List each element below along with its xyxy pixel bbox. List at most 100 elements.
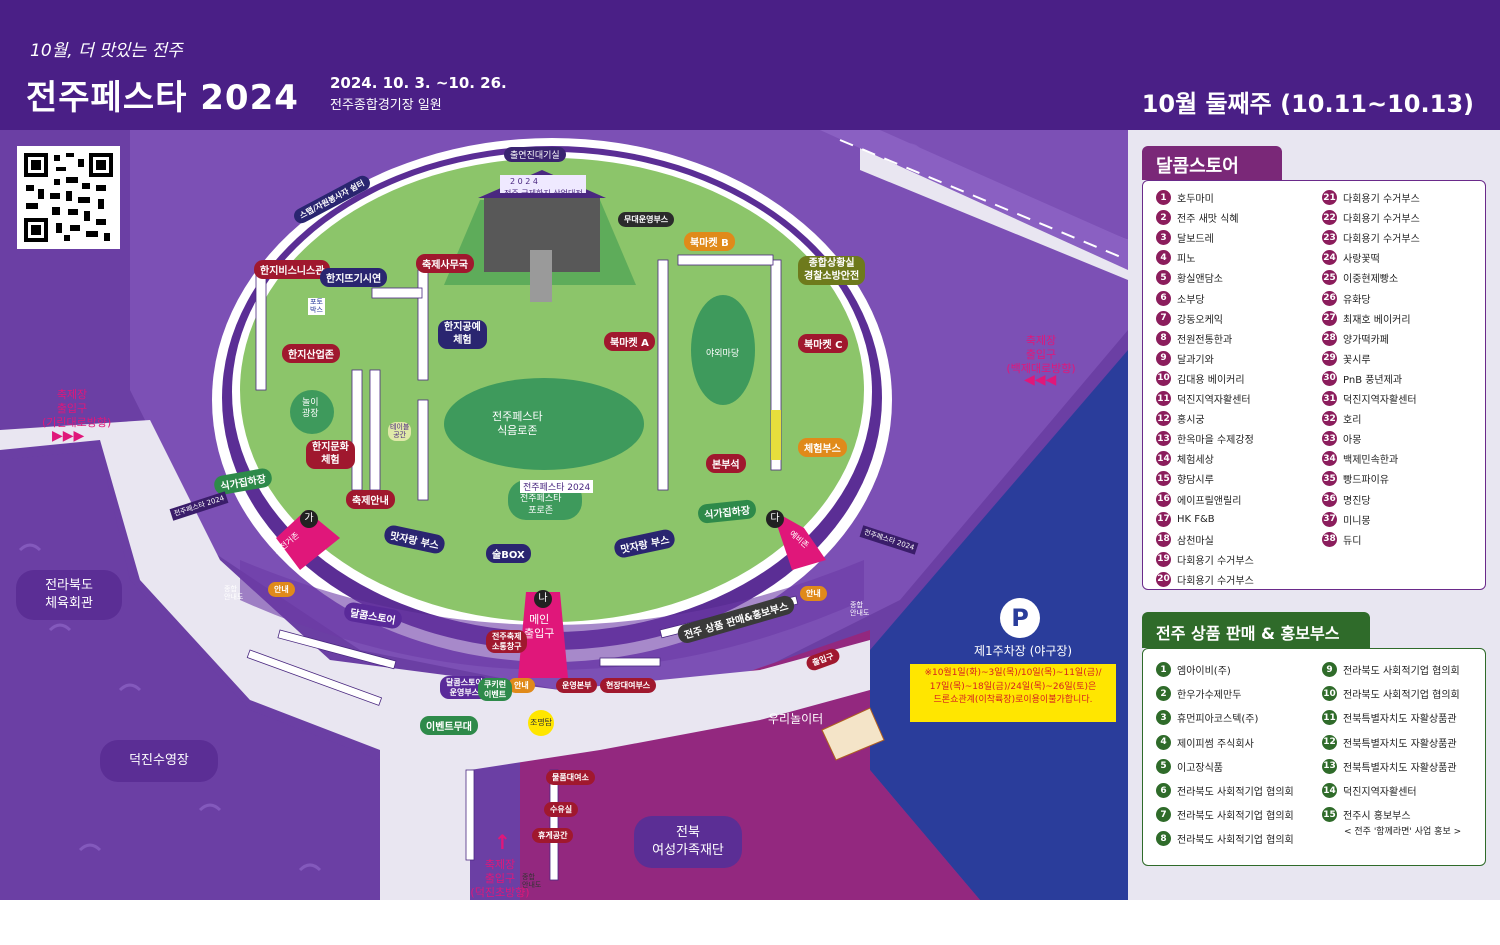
legend-item-name: 전라북도 사회적기업 협의회	[1343, 690, 1460, 702]
legend-item-name: 백제민속한과	[1343, 455, 1399, 467]
legend-item-name: 듀디	[1343, 535, 1362, 547]
legend-item-name: 체험세상	[1177, 455, 1214, 467]
item-rental-tag[interactable]: 물품대여소	[546, 770, 595, 785]
legend-number-icon: 15	[1322, 807, 1337, 823]
hanji-show-tag[interactable]: 한지뜨기시연	[320, 268, 388, 287]
entrance-bottom-label[interactable]: 축제장 출입구 (덕진초방향)	[470, 858, 530, 899]
rest-area-tag[interactable]: 휴게공간	[532, 828, 574, 843]
book-market-c-tag[interactable]: 북마켓 C	[798, 334, 849, 353]
legend-item-name: 다회용기 수거부스	[1343, 194, 1420, 205]
legend-number-icon: 6	[1156, 290, 1171, 306]
legend-item-name: 다회용기 수거부스	[1177, 575, 1254, 587]
info-booth-center[interactable]: 안내	[508, 678, 535, 693]
stage-sign-7: 국제한지	[521, 189, 551, 198]
hanji-culture-tag[interactable]: 한지문화 체험	[306, 440, 355, 469]
experience-booth-tag[interactable]: 체험부스	[798, 438, 847, 457]
legend-number-icon: 4	[1156, 734, 1171, 750]
dalkom-ops-tag[interactable]: 달콤스토어 운영부스	[440, 676, 489, 700]
parking-icon[interactable]: P	[1000, 598, 1040, 638]
legend-number-icon: 24	[1322, 250, 1337, 266]
legend-item-name: 최재호 베이커리	[1343, 314, 1411, 326]
legend-number-icon: 12	[1156, 411, 1171, 427]
gate-ga[interactable]: 가	[300, 510, 318, 528]
hq-seat-tag[interactable]: 본부석	[706, 454, 746, 473]
women-family-foundation-building[interactable]: 전북 여성가족재단	[634, 816, 742, 868]
info-booth-left[interactable]: 안내	[268, 582, 295, 597]
legend-item-name: 다회용기 수거부스	[1343, 234, 1420, 246]
entrance-right-label[interactable]: 축제장 출입구 (백제대로방향)	[1006, 334, 1076, 375]
dalkom-legend-title: 달콤스토어	[1142, 146, 1282, 180]
legend-number-icon: 37	[1322, 511, 1337, 527]
header-banner: 10월, 더 맛있는 전주 전주페스타 2024 2024. 10. 3. ~1…	[0, 0, 1500, 130]
main-entrance-label[interactable]: 메인 출입구	[524, 613, 555, 641]
stage-booth-tag[interactable]: 무대운영부스	[618, 212, 675, 227]
sul-box-tag[interactable]: 술BOX	[486, 544, 531, 563]
stage-sign-8: 산업대전	[553, 189, 583, 198]
legend-item-name: 이고장식품	[1177, 762, 1223, 774]
stage-waiting-room[interactable]: 출연진대기실	[504, 147, 566, 162]
book-market-a-tag[interactable]: 북마켓 A	[604, 332, 655, 351]
total-info-map-right[interactable]: 종합 안내도	[850, 601, 870, 617]
gate-da[interactable]: 다	[766, 510, 784, 528]
control-room-tag[interactable]: 종합상황실 경찰소방안전	[798, 256, 866, 285]
legend-item-name: 덕진지역자활센터	[1343, 395, 1417, 406]
festival-info-tag[interactable]: 축제안내	[346, 490, 395, 509]
hanji-industry-tag[interactable]: 한지산업존	[282, 344, 340, 363]
hanji-craft-tag[interactable]: 한지공예 체험	[438, 320, 487, 349]
map-background	[0, 130, 1128, 900]
legend-item-name: 덕진지역자활센터	[1177, 395, 1251, 406]
legend-number-icon: 11	[1156, 391, 1171, 406]
cookie-event-tag[interactable]: 쿠키런 이벤트	[478, 678, 513, 702]
parking-lot-label[interactable]: 제1주차장 (야구장)	[974, 644, 1073, 658]
stage-sign-3: 2	[525, 177, 531, 186]
entrance-left-arrow-icon: ▶▶▶	[52, 428, 85, 444]
legend-number-icon: 14	[1156, 451, 1171, 467]
legend-number-icon: 25	[1322, 270, 1337, 286]
entrance-left-label[interactable]: 축제장 출입구 (기린대로방향)	[42, 388, 112, 429]
total-info-map-bottom[interactable]: 종합 안내도	[522, 873, 542, 889]
ops-hq-tag[interactable]: 운영본부	[556, 678, 598, 693]
legend-item-name: 전북특별자치도 자활상품관	[1343, 762, 1457, 774]
festival-office-tag[interactable]: 축제사무국	[416, 254, 474, 273]
info-booth-right[interactable]: 안내	[800, 586, 827, 601]
deokjin-pool-building[interactable]: 덕진수영장	[100, 740, 218, 782]
legend-number-icon: 12	[1322, 734, 1337, 750]
legend-number-icon: 13	[1156, 431, 1171, 447]
legend-number-icon: 11	[1322, 710, 1337, 726]
legend-item-name: 유화당	[1343, 294, 1371, 306]
rental-booth-tag[interactable]: 현장대여부스	[600, 678, 657, 693]
legend-item: 11 덕진지역자활센터	[1156, 391, 1251, 406]
gate-na[interactable]: 나	[534, 590, 552, 608]
legend-number-icon: 9	[1322, 662, 1337, 677]
nursing-room-tag[interactable]: 수유실	[544, 802, 579, 817]
book-market-b-tag[interactable]: 북마켓 B	[684, 232, 735, 251]
playground-label[interactable]: 우리놀이터	[768, 712, 824, 726]
forum-zone-label: 전주페스타 포로존	[520, 494, 562, 516]
total-info-map-left[interactable]: 종합 안내도	[224, 585, 244, 601]
festival-communication-tag[interactable]: 전주축제 소통창구	[486, 630, 528, 654]
qr-code[interactable]	[17, 146, 120, 249]
jeonbuk-gym-building[interactable]: 전라북도 체육회관	[16, 570, 122, 620]
event-stage-tag[interactable]: 이벤트무대	[420, 716, 478, 735]
hanji-business-tag[interactable]: 한지비스니스관	[254, 260, 331, 279]
legend-number-icon: 35	[1322, 471, 1337, 487]
stage-sign-5: 전	[504, 189, 512, 198]
legend-number-icon: 1	[1156, 190, 1171, 205]
festival-map[interactable]: 출연진대기실 2 0 2 4 전주 국제한지 산업대전 전주페스타 식음로존 전…	[0, 130, 1128, 900]
photo-box-label[interactable]: 포토 박스	[308, 298, 325, 316]
